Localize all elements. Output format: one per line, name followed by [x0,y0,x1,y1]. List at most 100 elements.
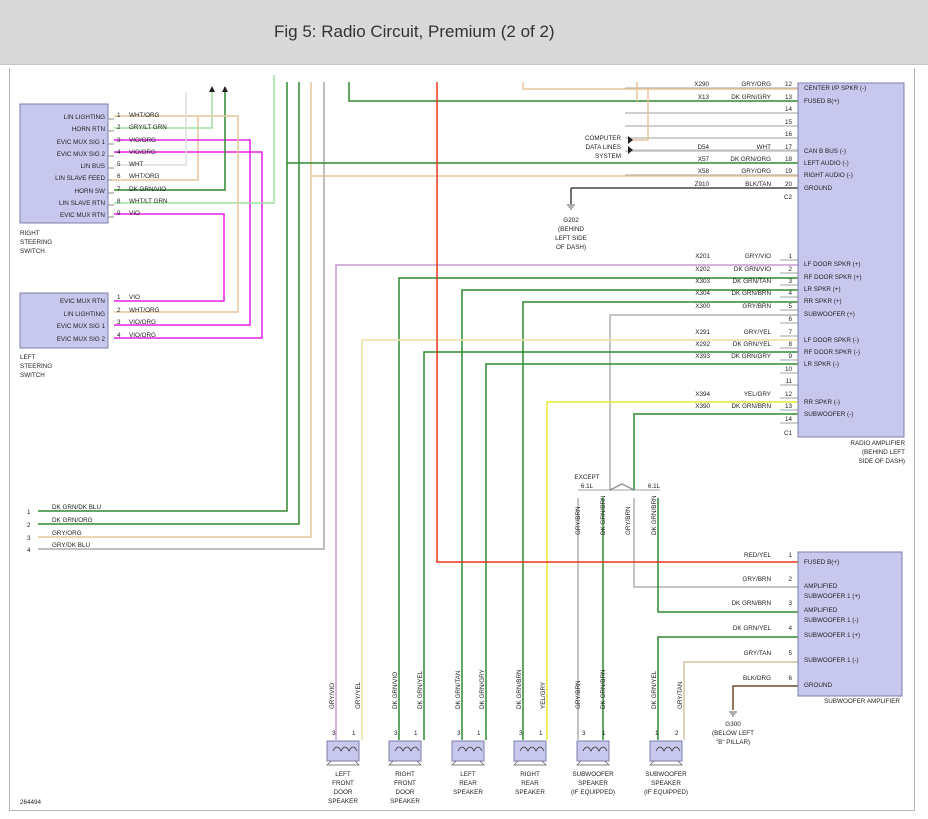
amp-c1-wire-color: DK GRN/BRN [731,403,771,410]
sub-amp-pin-label: SUBWOOFER 1 (+) [804,632,860,639]
wire-wht [114,92,187,166]
amp-c2-wire-color: GRY/ORG [741,81,771,88]
arrow-head [222,86,228,92]
right-switch-wire-color: GRY/LT GRN [129,124,167,131]
right-switch-pin-label: LIN LIGHTING [64,114,105,121]
branch-line [609,483,635,491]
right-switch-pin-label: HORN SW [75,188,105,195]
wire-gry-tan [683,661,798,740]
right-switch-wire-color: WHT [129,161,143,168]
speaker-name: LEFT [335,771,351,778]
sub-amp-pin-label: GROUND [804,682,832,689]
computer-data-lines-label: DATA LINES [586,144,621,151]
left-switch-pin-number: 3 [117,319,121,326]
off-page-wire [38,82,312,538]
coil-icon [519,746,545,752]
amp-c2-circuit: X13 [698,94,710,101]
left-steering-switch-name: LEFT [20,354,36,361]
speaker-pin-number: 3 [519,730,523,737]
amp-c1-circuit: X390 [695,403,710,410]
wire-wht-ltgrn [114,75,275,204]
amp-c1-pin-label: RR SPKR (+) [804,298,842,305]
right-switch-pin-label: LIN BUS [81,163,106,170]
right-switch-pin-number: 9 [117,210,121,217]
amp-c2-circuit: X57 [698,156,710,163]
wire-vio-org-1 [114,139,251,326]
left-switch-pin-number: 1 [117,294,121,301]
right-switch-wire-color: WHT/ORG [129,173,160,180]
speaker-6 [649,740,683,766]
speaker-name: SPEAKER [651,780,681,787]
speaker-pin-number: 3 [332,730,336,737]
vertical-wire-label: GRY/BRN [575,506,582,535]
arrow-head [628,136,633,144]
ground-g300-label: (BELOW LEFT [712,730,754,737]
coil-icon [332,746,358,752]
coil-icon [655,746,681,752]
off-page-wire [38,82,288,512]
amp-c2-pin-number: 16 [785,131,793,138]
except-label: EXCEPT [574,474,599,481]
right-switch-pin-label: EVIC MUX RTN [60,212,105,219]
right-steering-switch-box [19,103,109,224]
arrow-head [628,146,633,154]
amp-c1-circuit: X304 [695,290,710,297]
speaker-wire-label: DK GRN/YEL [417,670,424,709]
speaker-pin-number: 1 [539,730,543,737]
radio-amplifier-name: SIDE OF DASH) [858,458,905,465]
speaker-wire-label: DK GRN/YEL [651,670,658,709]
wire-vio-org-2 [114,151,263,339]
wire-yel-gry [546,401,798,740]
amp-c1-circuit: X303 [695,278,710,285]
off-page-wire [38,82,300,525]
speaker-wire-label: DK GRN/TAN [455,670,462,709]
wire-vio [114,213,225,302]
speaker-wire-label: GRY/VIO [329,683,336,709]
off-page-wire-color: DK GRN/DK BLU [52,504,101,511]
right-switch-pin-label: EVIC MUX SIG 1 [57,139,106,146]
wire-dkgrn-vio-rf [398,277,798,740]
speaker-name: SPEAKER [515,789,545,796]
coil-icon [457,746,483,752]
amp-c1-circuit: X300 [695,303,710,310]
speaker-4 [513,740,547,766]
wire-layer [38,75,798,740]
speaker-pin-number: 2 [675,730,679,737]
amp-c1-circuit: X292 [695,341,710,348]
ground-g300-label: G300 [725,721,741,728]
sub-amp-pin-label: AMPLIFIED [804,583,838,590]
ground-g202-label: LEFT SIDE [555,235,587,242]
amp-c1-circuit: X393 [695,353,710,360]
amp-connector-c2: C2 [784,194,793,201]
ground-g300-symbol [729,711,737,717]
speaker-name: REAR [459,780,477,787]
amp-c1-pin-number: 12 [785,391,793,398]
sub-amp-pin-number: 4 [788,625,792,632]
amp-c1-pin-number: 11 [785,378,792,385]
amp-c2-pin-number: 20 [785,181,793,188]
amp-c1-wire-color: DK GRN/YEL [733,341,772,348]
right-switch-pin-number: 1 [117,112,121,119]
speaker-name: SPEAKER [578,780,608,787]
wire-blk-org [732,685,798,710]
amp-c2-pin-label: FUSED B(+) [804,98,839,105]
right-switch-wire-color: WHT/ORG [129,112,160,119]
speaker-wire-label: DK GRN/GRY [479,668,486,709]
left-switch-pin-label: LIN LIGHTING [64,311,105,318]
left-switch-pin-label: EVIC MUX RTN [60,298,105,305]
speaker-wire-label: DK GRN/BRN [600,669,607,709]
amp-c2-circuit: Z910 [695,181,710,188]
speaker-pin-number: 1 [477,730,481,737]
amp-c1-pin-label: RR SPKR (-) [804,399,840,406]
ground-g300-label: "B" PILLAR) [716,739,750,746]
amp-c1-pin-label: LF DOOR SPKR (+) [804,261,861,268]
off-page-wire-color: GRY/DK BLU [52,542,90,549]
amp-c1-wire-color: DK GRN/TAN [733,278,772,285]
amp-c1-pin-number: 4 [788,290,792,297]
amp-c1-pin-label: LF DOOR SPKR (-) [804,337,859,344]
amp-c2-circuit: D54 [697,144,709,151]
speaker-wire-label: GRY/TAN [677,681,684,709]
amp-c2-pin-label: LEFT AUDIO (-) [804,160,849,167]
speaker-name: (IF EQUIPPED) [571,789,615,796]
